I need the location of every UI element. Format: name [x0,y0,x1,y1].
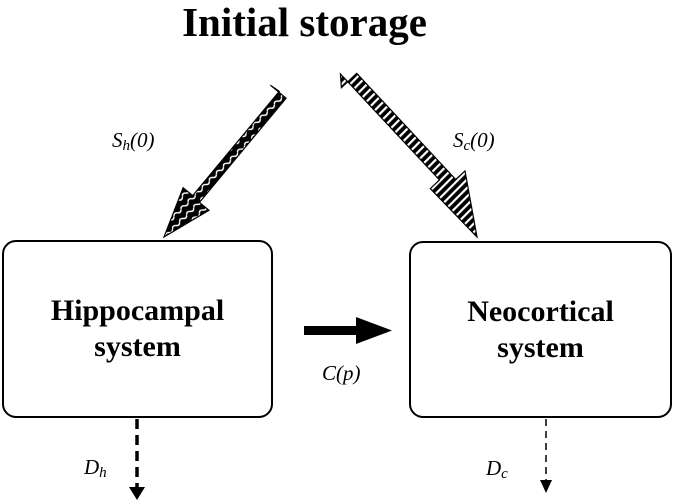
cp-label: C(p) [322,361,361,385]
neocortical-label-line2: system [497,330,584,364]
sh0-label: Sh(0) [112,128,155,154]
dh-label: Dh [84,455,107,481]
neocortical-system-box: Neocortical system [409,241,672,418]
neocortical-label-line1: Neocortical [467,294,614,328]
hippocampal-label-line2: system [94,330,181,363]
initial-storage-arrow-neocortical [339,72,478,239]
decay-arrow-neocortical [540,419,552,493]
dc-label: Dc [486,456,508,482]
hippocampal-system-box: Hippocampal system [2,240,273,418]
transfer-arrow [304,317,392,344]
decay-arrow-hippocampal [129,419,145,500]
diagram-title: Initial storage [182,0,427,45]
initial-storage-arrow-hippocampal [162,84,287,239]
hippocampal-label-line1: Hippocampal [50,294,225,327]
sc0-label: Sc(0) [453,128,495,154]
